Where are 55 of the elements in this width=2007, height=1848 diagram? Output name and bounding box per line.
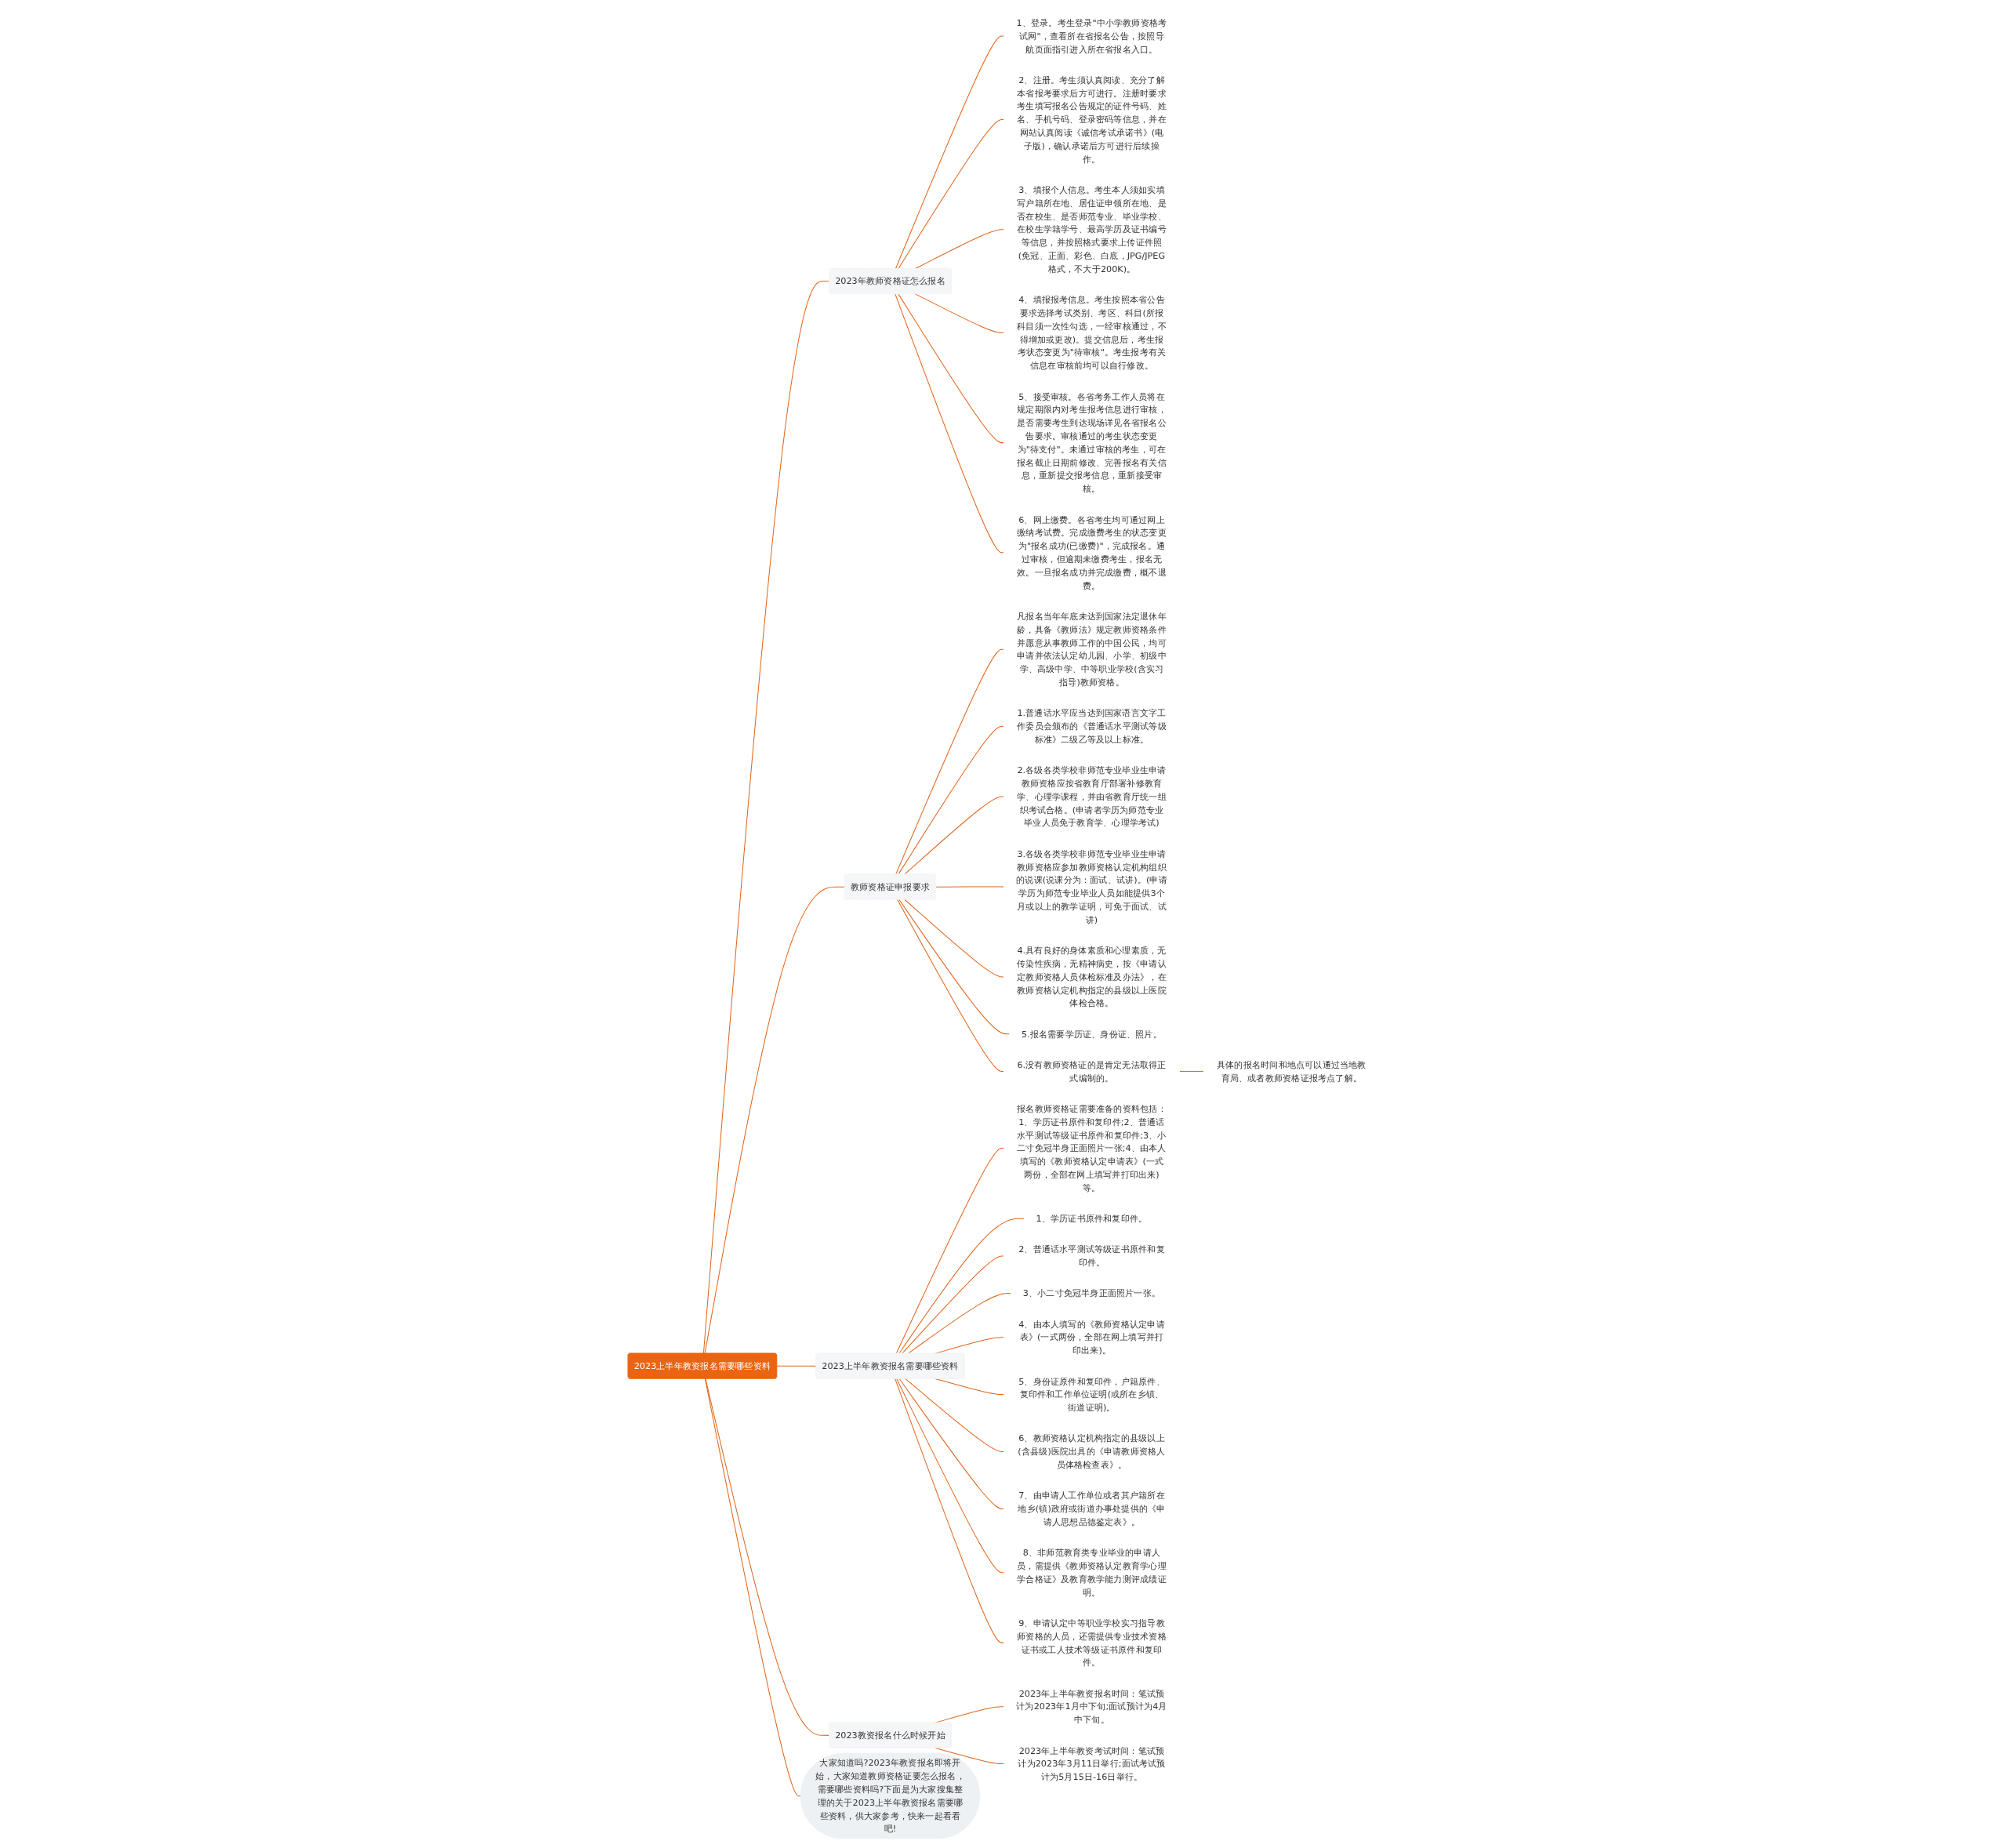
connector bbox=[895, 1147, 1004, 1354]
connector bbox=[898, 292, 1004, 443]
node-text: 4、填报报考信息。考生按照本省公告要求选择考试类别、考区、科目(所报科目须一次性勾选，一经审核通过，不得增加或更改)。提交信息后，考生报考状态变更为"待审核"。考生报考有关信息在审核前均可以自行修改。 bbox=[1016, 294, 1167, 371]
connector bbox=[935, 1747, 1004, 1764]
node-text: 5、身份证原件和复印件，户籍原件、复印件和工作单位证明(或所在乡镇、街道证明)。 bbox=[1018, 1375, 1165, 1413]
connector bbox=[776, 1365, 817, 1367]
node-text: 8、非师范教育类专业毕业的申请人员，需提供《教师资格认定教育学心理学合格证》及教育教学能力测评成绩证明。 bbox=[1016, 1547, 1167, 1597]
node-text: 2023年上半年教资报名时间：笔试预计为2023年1月中下旬;面试预计为4月中下旬。 bbox=[1015, 1688, 1167, 1725]
node-text: 4、由本人填写的《教师资格认定申请表》(一式两份，全部在网上填写并打印出来)。 bbox=[1018, 1319, 1165, 1356]
connector bbox=[898, 1218, 1025, 1354]
node-text: 1、学历证书原件和复印件。 bbox=[1036, 1213, 1148, 1224]
connector bbox=[894, 1378, 1004, 1643]
node-text: 7、由申请人工作单位或者其户籍所在地乡(镇)政府或街道办事处提供的《申请人思想品德鉴定表》。 bbox=[1018, 1490, 1166, 1527]
connector bbox=[702, 280, 829, 1354]
connector bbox=[704, 1378, 801, 1796]
node-text: 5、接受审核。各省考务工作人员将在规定期限内对考生报考信息进行审核，是否需要考生到达现场详见各省报名公告要求。审核通过的考生状态变更为"待支付"。未通过审核的考生，可在报名截止日期前修改、完善报名有关信息，重新提交报考信息，重新接受审核。 bbox=[1016, 390, 1167, 494]
node-text: 3.各级各类学校非师范专业毕业生申请教师资格应参加教师资格认定机构组织的说课(说课分为：面试、试讲)。(申请学历为师范专业毕业人员如能提供3个月或以上的教学证明，可免于面试、试讲) bbox=[1015, 848, 1167, 924]
node-text: 6、教师资格认定机构指定的县级以上(含县级)医院出具的《申请教师资格人员体格检查表》。 bbox=[1018, 1432, 1166, 1470]
node-text: 3、填报个人信息。考生本人须如实填写户籍所在地、居住证申领所在地、是否在校生、是否师范专业、毕业学校、在校生学籍学号、最高学历及证书编号等信息，并按照格式要求上传证件照(免冠、正面、彩色、白底，JPG/JPEG格式，不大于200K)。 bbox=[1016, 184, 1167, 274]
node-text: 报名教师资格证需要准备的资料包括：1、学历证书原件和复印件;2、普通话水平测试等级证书原件和复印件;3、小二寸免冠半身正面照片一张;4、由本人填写的《教师资格认定申请表》(一式两份，全部在网上填写并打印出来)等。 bbox=[1016, 1103, 1167, 1193]
node-text: 6、网上缴费。各省考生均可通过网上缴纳考试费。完成缴费考生的状态变更为"报名成功(已缴费)"，完成报名。通过审核，但逾期未缴费考生，报名无效。一旦报名成功并完成缴费，概不退费。 bbox=[1016, 514, 1167, 590]
node-text: 2023年上半年教资考试时间：笔试预计为2023年3月11日举行;面试考试预计为5月15日-16日举行。 bbox=[1018, 1745, 1166, 1782]
connector bbox=[895, 34, 1004, 269]
node-text: 1、登录。考生登录"中小学教师资格考试网"，查看所在省报名公告，按照导航页面指引进入所在省报名入口。 bbox=[1016, 17, 1167, 54]
connector bbox=[935, 885, 1004, 888]
connector bbox=[895, 292, 1004, 553]
connector bbox=[704, 886, 845, 1354]
node-text: 2、普通话水平测试等级证书原件和复印件。 bbox=[1018, 1243, 1165, 1268]
connector bbox=[898, 118, 1004, 269]
node-text: 6.没有教师资格证的是肯定无法取得正式编制的。 bbox=[1017, 1059, 1167, 1083]
connector bbox=[705, 1378, 829, 1736]
node-text: 4.具有良好的身体素质和心理素质，无传染性疾病，无精神病史，按《申请认定教师资格人员体检标准及办法》，在教师资格认定机构指定的县级以上医院体检合格。 bbox=[1016, 945, 1167, 1008]
connector bbox=[914, 292, 1004, 333]
connector bbox=[898, 1378, 1004, 1509]
connector bbox=[935, 1378, 1004, 1395]
connector bbox=[901, 1254, 1004, 1354]
node-text: 5.报名需要学历证、身份证、照片。 bbox=[1021, 1028, 1162, 1039]
connector bbox=[914, 228, 1004, 269]
connector bbox=[1178, 1070, 1204, 1072]
connector bbox=[904, 796, 1004, 875]
node-text: 1.普通话水平应当达到国家语言文字工作委员会颁布的《普通话水平测试等级标准》二级乙等及以上标准。 bbox=[1016, 707, 1167, 744]
connector bbox=[905, 1378, 1004, 1452]
node-text: 凡报名当年年底未达到国家法定退休年龄，具备《教师法》规定教师资格条件并愿意从事教师工作的中国公民，均可申请并依法认定幼儿园、小学、初级中学、高级中学、中等职业学校(含实习指导)教师资格。 bbox=[1016, 611, 1167, 688]
node-text: 9、申请认定中等职业学校实习指导教师资格的人员，还需提供专业技术资格证书或工人技术等级证书原件和复印件。 bbox=[1016, 1617, 1167, 1668]
connector bbox=[904, 899, 1004, 977]
connector bbox=[895, 1378, 1004, 1573]
connector bbox=[895, 648, 1004, 875]
node-text: 3、小二寸免冠半身正面照片一张。 bbox=[1022, 1287, 1160, 1298]
connector bbox=[898, 725, 1004, 875]
node-text: 具体的报名时间和地点可以通过当地教育局、或者教师资格证报考点了解。 bbox=[1216, 1059, 1366, 1083]
connector bbox=[898, 899, 1010, 1034]
connector bbox=[907, 1292, 1011, 1354]
node-text: 2.各级各类学校非师范专业毕业生申请教师资格应按省教育厅部署补修教育学、心理学课程，并由省教育厅统一组织考试合格。(申请者学历为师范专业毕业人员免于教育学、心理学考试) bbox=[1016, 764, 1167, 828]
connector bbox=[896, 899, 1004, 1072]
node-text: 2、注册。考生须认真阅读、充分了解本省报考要求后方可进行。注册时要求考生填写报名公告规定的证件号码、姓名、手机号码、登录密码等信息，并在网站认真阅读《诚信考试承诺书》(电子版)，确认承诺后方可进行后续操作。 bbox=[1016, 74, 1167, 164]
